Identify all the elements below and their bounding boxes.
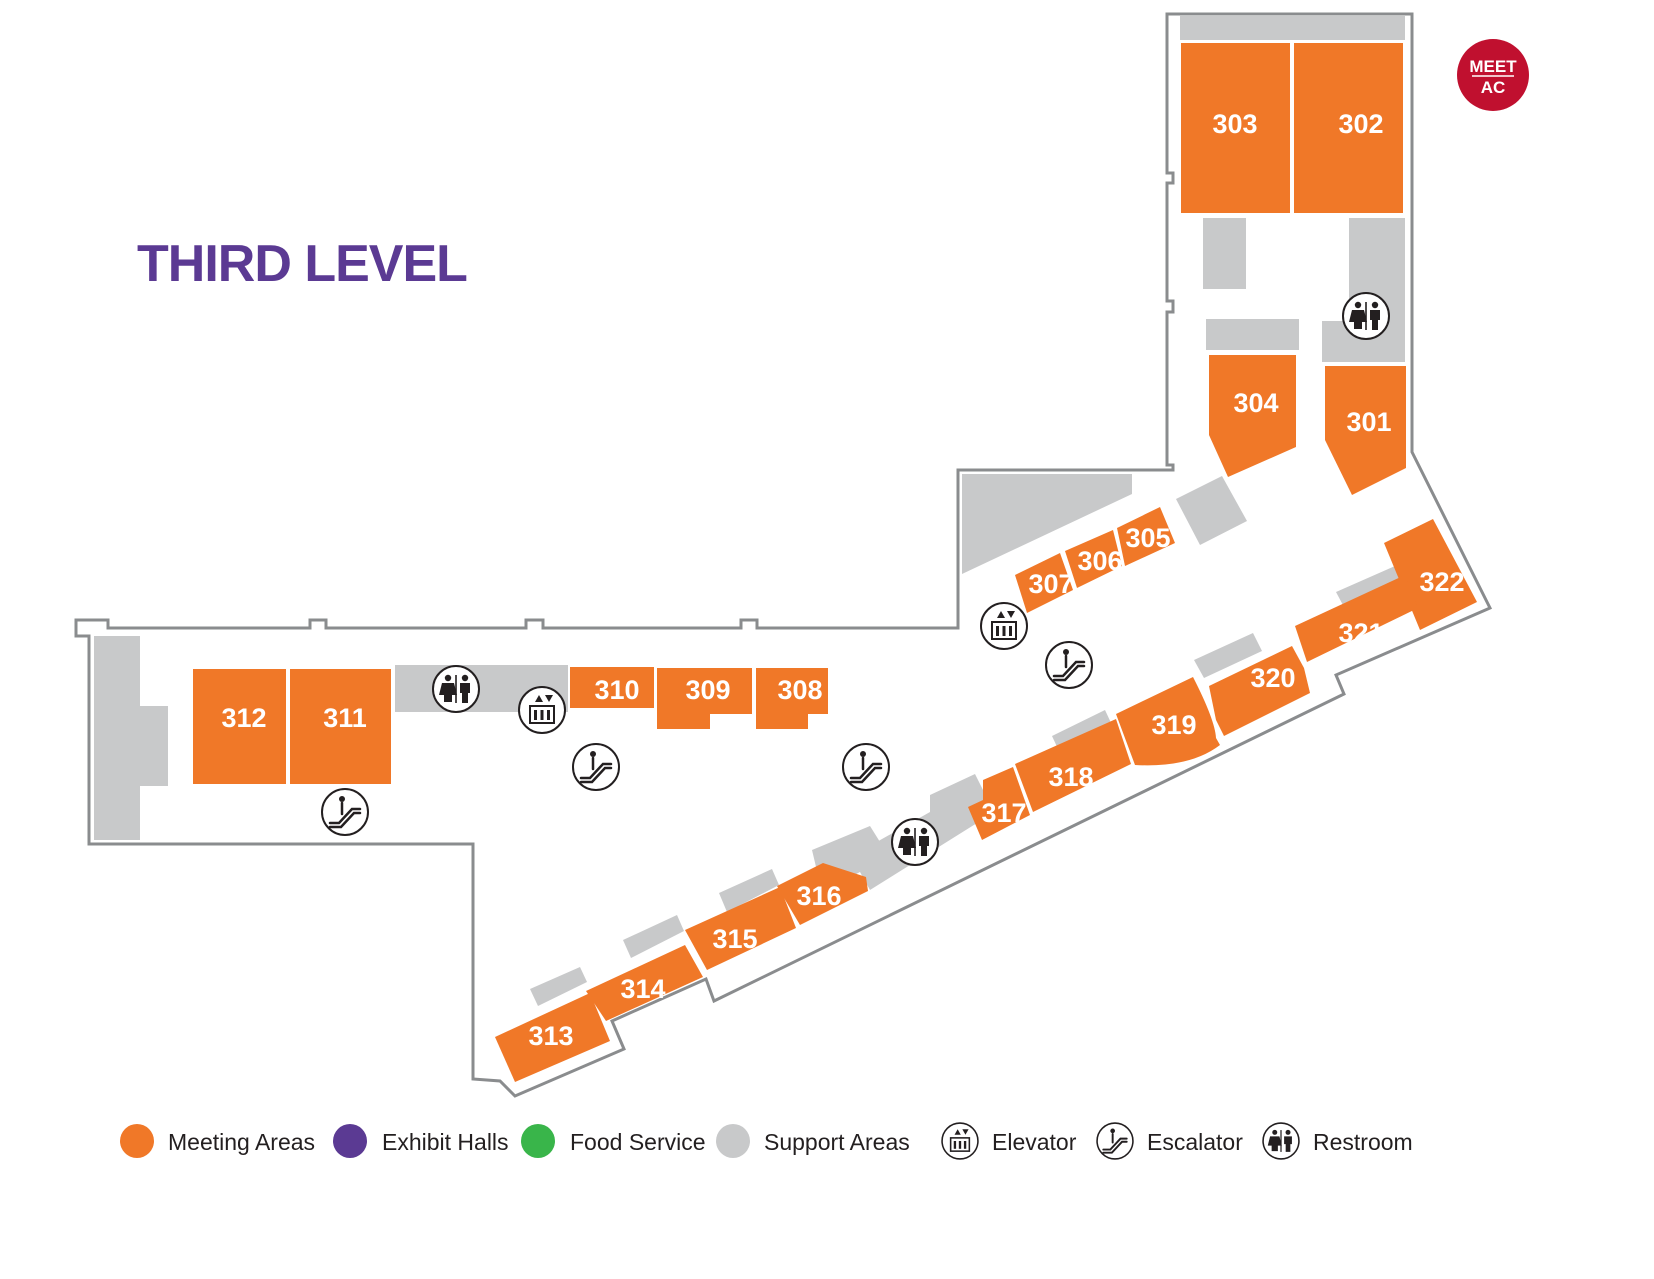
page-title: THIRD LEVEL <box>137 235 467 293</box>
logo-badge <box>1457 39 1529 111</box>
label-317: 317 <box>981 798 1026 828</box>
room-313[interactable] <box>495 993 610 1082</box>
label-306: 306 <box>1077 546 1122 576</box>
legend-label-restroom: Restroom <box>1313 1129 1413 1155</box>
label-301: 301 <box>1346 407 1391 437</box>
room-308[interactable] <box>756 668 828 729</box>
label-310: 310 <box>594 675 639 705</box>
label-307: 307 <box>1028 569 1073 599</box>
room-321[interactable] <box>1295 575 1418 662</box>
room-320[interactable] <box>1209 646 1310 736</box>
room-322[interactable] <box>1384 519 1477 630</box>
restroom-icon[interactable] <box>432 665 480 713</box>
meet-ac-logo[interactable]: MEET AC <box>1457 39 1529 111</box>
label-321: 321 <box>1338 618 1383 648</box>
escalator-icon[interactable] <box>320 787 370 837</box>
legend-label-support: Support Areas <box>764 1129 910 1155</box>
escalator-icon[interactable] <box>841 742 891 792</box>
escalator-icon <box>1096 1122 1134 1160</box>
label-305: 305 <box>1125 523 1170 553</box>
room-306[interactable] <box>1065 530 1122 588</box>
legend-swatch-support <box>716 1124 750 1158</box>
elevator-icon[interactable] <box>518 686 566 734</box>
legend-swatch-meeting <box>120 1124 154 1158</box>
room-304[interactable] <box>1209 355 1296 477</box>
legend-label-exhibit: Exhibit Halls <box>382 1129 509 1155</box>
room-318[interactable] <box>1015 719 1131 812</box>
room-314[interactable] <box>586 945 703 1021</box>
label-316: 316 <box>796 881 841 911</box>
room-316[interactable] <box>777 863 868 925</box>
escalator-icon[interactable] <box>1044 640 1094 690</box>
legend: Meeting Areas Exhibit Halls Food Service… <box>120 1122 1413 1160</box>
room-303[interactable] <box>1181 43 1290 213</box>
label-314: 314 <box>620 974 665 1004</box>
label-318: 318 <box>1048 762 1093 792</box>
room-309[interactable] <box>657 668 752 729</box>
label-311: 311 <box>323 703 367 733</box>
logo-line-2: AC <box>1481 78 1506 97</box>
label-319: 319 <box>1151 710 1196 740</box>
label-315: 315 <box>712 924 757 954</box>
room-311[interactable] <box>290 669 391 784</box>
elevator-icon[interactable] <box>980 602 1028 650</box>
room-319[interactable] <box>1116 677 1220 766</box>
room-302[interactable] <box>1294 43 1403 213</box>
room-312[interactable] <box>193 669 286 784</box>
restroom-icon[interactable] <box>1342 292 1390 340</box>
room-307[interactable] <box>1015 553 1073 613</box>
label-304: 304 <box>1233 388 1278 418</box>
legend-label-meeting: Meeting Areas <box>168 1129 315 1155</box>
room-310[interactable] <box>570 667 654 708</box>
escalator-icon[interactable] <box>571 742 621 792</box>
room-301[interactable] <box>1325 366 1406 495</box>
building-outline <box>74 12 1493 1098</box>
room-315[interactable] <box>685 887 796 970</box>
room-317[interactable] <box>968 767 1030 840</box>
elevator-icon <box>941 1122 979 1160</box>
restroom-icon[interactable] <box>891 818 939 866</box>
label-320: 320 <box>1250 663 1295 693</box>
meeting-rooms <box>193 43 1477 1082</box>
legend-label-food: Food Service <box>570 1129 706 1155</box>
label-303: 303 <box>1212 109 1257 139</box>
logo-line-1: MEET <box>1469 57 1517 76</box>
legend-label-escalator: Escalator <box>1147 1129 1243 1155</box>
room-labels: 303 302 304 301 305 306 307 312 311 310 … <box>221 109 1464 1051</box>
label-302: 302 <box>1338 109 1383 139</box>
label-312: 312 <box>221 703 266 733</box>
label-313: 313 <box>528 1021 573 1051</box>
room-305[interactable] <box>1117 507 1175 566</box>
legend-swatch-food <box>521 1124 555 1158</box>
legend-swatch-exhibit <box>333 1124 367 1158</box>
label-322: 322 <box>1419 567 1464 597</box>
restroom-icon <box>1262 1122 1300 1160</box>
label-308: 308 <box>777 675 822 705</box>
legend-label-elevator: Elevator <box>992 1129 1077 1155</box>
label-309: 309 <box>685 675 730 705</box>
